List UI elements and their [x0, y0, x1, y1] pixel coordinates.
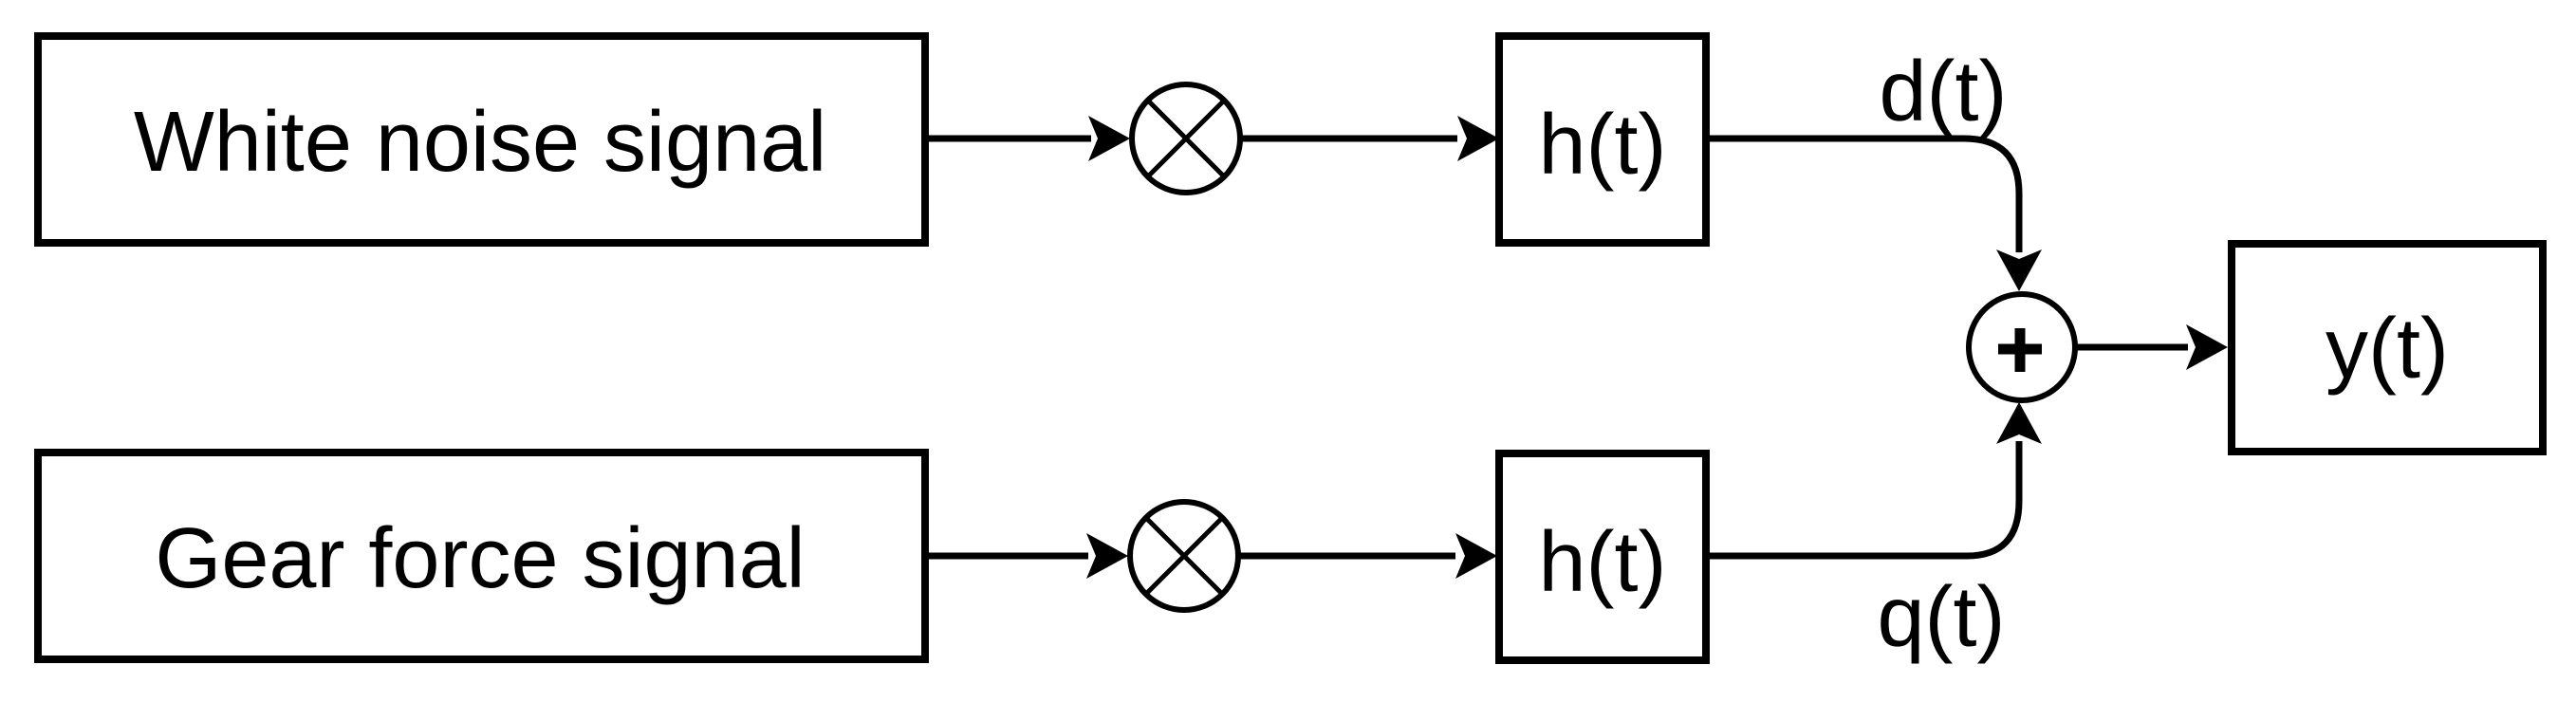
arrowhead — [1086, 533, 1128, 579]
edge-filter-top-to-sum — [1706, 135, 2023, 252]
arrowhead — [1996, 249, 2042, 291]
filter-bottom-label: h(t) — [1539, 515, 1667, 610]
arrowhead — [1996, 402, 2042, 444]
multiply-bottom-junction — [1127, 499, 1241, 613]
white-noise-signal-box — [34, 32, 929, 247]
gear-force-signal-label: Gear force signal — [155, 511, 805, 606]
gear-force-signal-box — [34, 449, 929, 663]
multiply-icon — [1144, 516, 1224, 596]
white-noise-signal-label: White noise signal — [134, 95, 826, 190]
arrowhead — [2186, 324, 2228, 370]
output-label: y(t) — [2326, 302, 2449, 397]
sum-junction — [1966, 291, 2078, 403]
arrowhead — [1455, 533, 1497, 579]
output-box — [2228, 240, 2547, 455]
arrowhead — [1088, 116, 1130, 161]
multiply-icon — [1146, 99, 1226, 178]
arrowhead — [1457, 116, 1499, 161]
edge-label-qt: q(t) — [1878, 570, 2006, 665]
edge-filter-bottom-to-sum — [1706, 441, 2023, 560]
filter-top-label: h(t) — [1539, 98, 1667, 193]
edge-label-dt: d(t) — [1880, 45, 2008, 139]
multiply-top-junction — [1129, 82, 1243, 195]
plus-icon — [1998, 328, 2042, 372]
